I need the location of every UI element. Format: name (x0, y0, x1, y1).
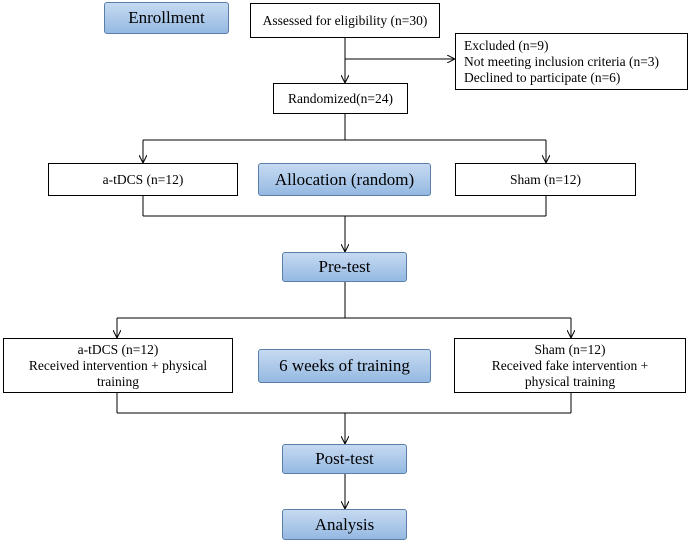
training-left-box: a-tDCS (n=12) Received intervention + ph… (3, 338, 233, 393)
stage-enrollment: Enrollment (104, 2, 229, 34)
excluded-criteria: Not meeting inclusion criteria (n=3) (464, 53, 660, 69)
allocation-left-box: a-tDCS (n=12) (48, 163, 238, 196)
allocation-right-box: Sham (n=12) (455, 163, 636, 196)
excluded-box: Excluded (n=9) Not meeting inclusion cri… (455, 33, 688, 90)
eligibility-box: Assessed for eligibility (n=30) (250, 3, 440, 38)
training-right-group: Sham (n=12) (534, 341, 606, 357)
training-right-box: Sham (n=12) Received fake intervention +… (454, 338, 686, 393)
stage-allocation: Allocation (random) (258, 163, 431, 196)
stage-analysis: Analysis (282, 509, 407, 540)
training-right-desc-cont: physical training (524, 373, 616, 389)
training-left-desc-cont: training (97, 373, 139, 389)
stage-training: 6 weeks of training (258, 349, 431, 383)
training-right-desc: Received fake intervention + (491, 357, 649, 373)
excluded-count: Excluded (n=9) (464, 37, 549, 53)
stage-pretest: Pre-test (282, 252, 407, 282)
stage-posttest: Post-test (282, 444, 407, 474)
training-left-desc: Received intervention + physical (28, 357, 208, 373)
training-left-group: a-tDCS (n=12) (77, 341, 159, 357)
excluded-declined: Declined to participate (n=6) (464, 69, 621, 85)
randomized-box: Randomized(n=24) (273, 83, 408, 114)
